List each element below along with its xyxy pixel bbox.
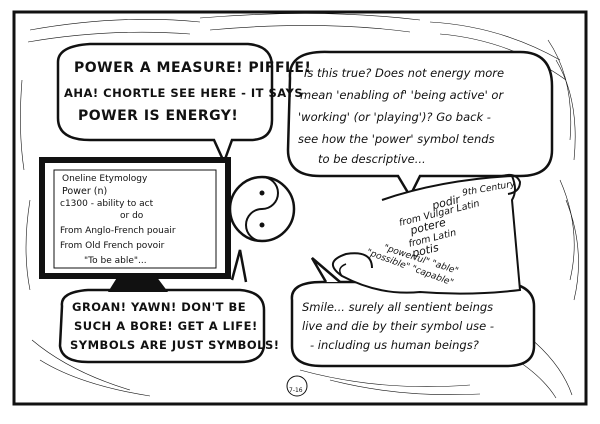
speech-line: Is this true? Does not energy more	[304, 66, 505, 80]
speech-line: Smile... surely all sentient beings	[302, 300, 494, 314]
speech-line: SYMBOLS ARE JUST SYMBOLS!	[70, 338, 280, 352]
speech-line: SUCH A BORE! GET A LIFE!	[74, 319, 258, 333]
speech-line: live and die by their symbol use -	[302, 319, 495, 333]
monitor-icon	[39, 157, 231, 292]
speech-line: AHA! CHORTLE SEE HERE - IT SAYS	[64, 86, 304, 100]
speech-line: POWER IS ENERGY!	[78, 108, 239, 124]
speech-bubble-bottom-right	[290, 280, 536, 368]
screen-line: Power (n)	[62, 186, 108, 197]
speech-line: POWER A MEASURE! PIFFLE!	[74, 60, 312, 76]
screen-line: Oneline Etymology	[62, 174, 148, 184]
screen-line: From Anglo-French pouair	[60, 226, 176, 236]
screen-line: From Old French povoir	[60, 241, 165, 251]
yin-yang-icon	[228, 175, 296, 243]
signature-text: 7-16	[289, 387, 303, 394]
speech-bubble-top-left	[56, 42, 274, 166]
screen-line: "To be able"...	[84, 256, 147, 266]
scroll-icon	[332, 173, 522, 295]
speech-line: see how the 'power' symbol tends	[298, 132, 495, 146]
bubble-tail-bottom-left	[230, 249, 248, 283]
screen-line: or do	[120, 211, 144, 221]
speech-line: to be descriptive...	[318, 152, 426, 166]
speech-bubble-top-right	[286, 50, 554, 199]
bubble-tail-bottom-right	[310, 257, 341, 283]
screen-line: c1300 - ability to act	[60, 199, 154, 209]
speech-bubble-bottom-left	[58, 288, 266, 364]
panel-frame	[12, 10, 588, 406]
speech-line: GROAN! YAWN! DON'T BE	[72, 300, 247, 314]
speech-line: mean 'enabling of' 'being active' or	[300, 88, 504, 102]
signature-mark	[286, 375, 308, 397]
speech-line: - including us human beings?	[310, 338, 479, 352]
speech-line: 'working' (or 'playing')? Go back -	[298, 110, 491, 124]
